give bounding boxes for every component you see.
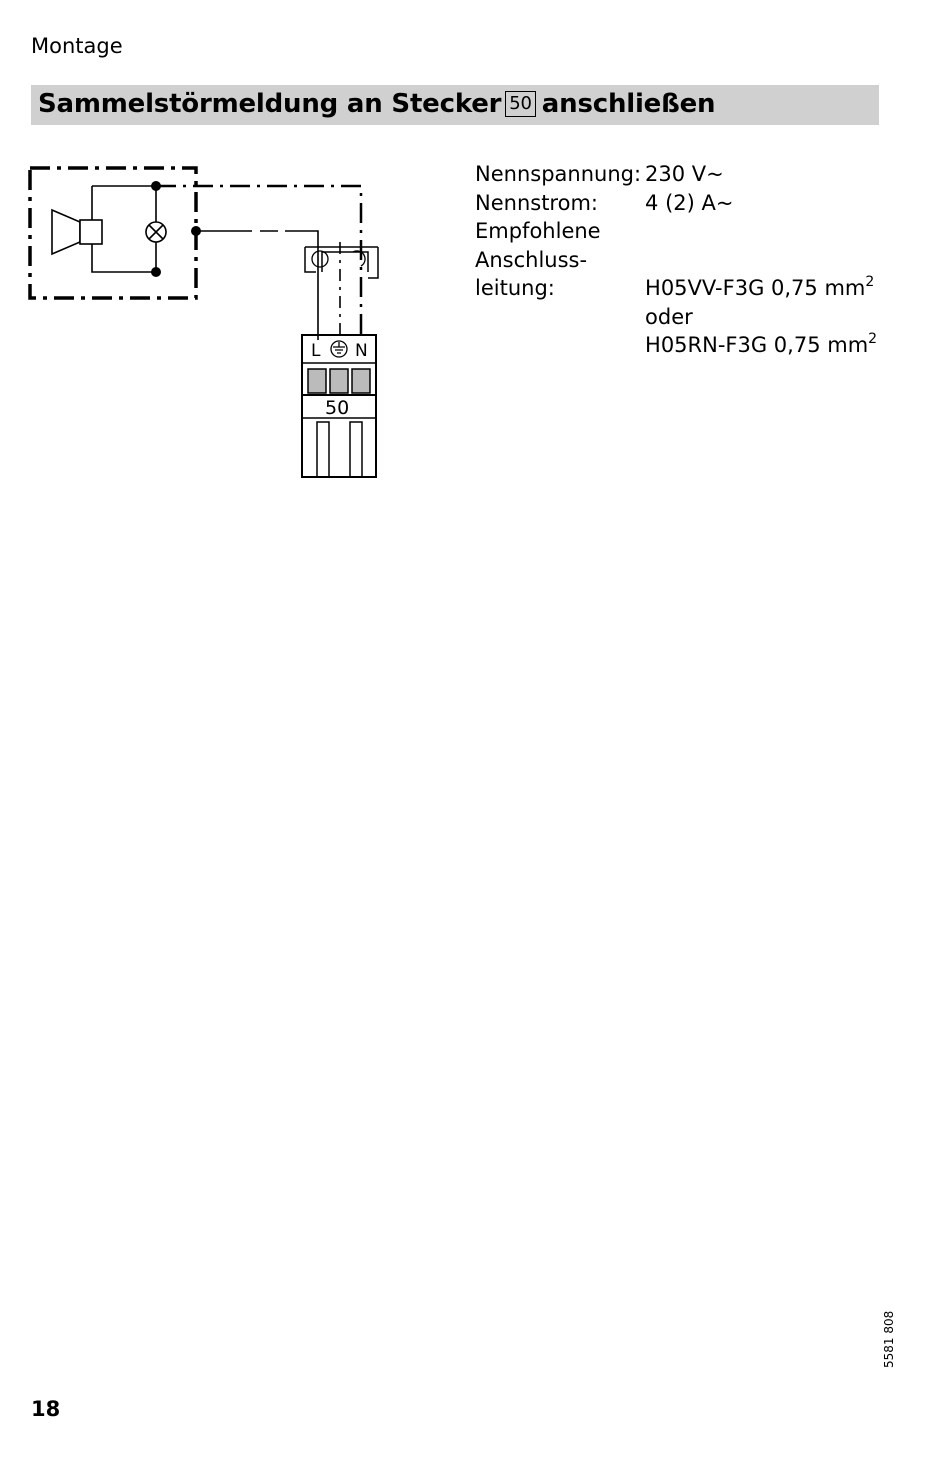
spec-label: Nennstrom: — [475, 190, 598, 215]
lamp-icon — [145, 221, 167, 243]
spec-label: Nennspannung: — [475, 162, 642, 186]
spec-label: leitung: — [475, 276, 555, 300]
cable-option-1-sup: 2 — [865, 274, 875, 290]
page-number: 18 — [31, 1397, 61, 1421]
title-suffix: anschließen — [541, 89, 716, 119]
cable-option-1: H05VV-F3G 0,75 mm — [645, 276, 866, 300]
terminal-label-l: L — [311, 341, 321, 361]
title-box-number: 50 — [505, 91, 536, 117]
cable-option-2: H05RN-F3G 0,75 mm — [645, 333, 869, 357]
earth-icon — [330, 340, 348, 358]
horn-icon — [51, 208, 103, 256]
spec-table: Nennspannung: 230 V~ Nennstrom: 4 (2) A~… — [475, 160, 877, 360]
spec-value: H05VV-F3G 0,75 mm2 — [645, 274, 877, 303]
spec-value: H05RN-F3G 0,75 mm2 — [645, 331, 877, 360]
spec-row: H05RN-F3G 0,75 mm2 — [475, 331, 877, 360]
spec-value: 4 (2) A~ — [645, 190, 734, 215]
terminal-label-n: N — [355, 341, 368, 361]
spec-label: Empfohlene — [475, 219, 601, 243]
spec-value: 230 V~ — [645, 162, 724, 186]
title-prefix: Sammelstörmeldung an Stecker — [38, 89, 502, 119]
spec-row: Empfohlene — [475, 217, 877, 246]
wiring-diagram: L N 50 — [28, 166, 379, 478]
spec-row: Nennspannung: 230 V~ — [475, 160, 877, 189]
spec-label: Anschluss- — [475, 247, 588, 272]
cable-option-2-sup: 2 — [868, 331, 878, 347]
spec-row: Anschluss- — [475, 246, 877, 275]
specifications: Nennspannung: 230 V~ Nennstrom: 4 (2) A~… — [475, 160, 877, 360]
spec-row: oder — [475, 303, 877, 332]
spec-value — [645, 217, 877, 246]
plug-number: 50 — [325, 397, 349, 419]
section-header: Montage — [31, 34, 123, 58]
spec-value — [645, 246, 877, 275]
cable-or: oder — [645, 304, 693, 329]
spec-row: leitung: H05VV-F3G 0,75 mm2 — [475, 274, 877, 303]
document-number: 5581 808 — [882, 1310, 896, 1368]
spec-row: Nennstrom: 4 (2) A~ — [475, 189, 877, 218]
